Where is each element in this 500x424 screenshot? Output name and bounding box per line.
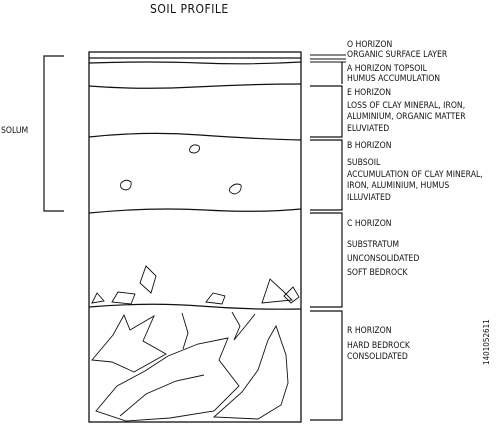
bedrock-slab-2 [95,337,240,422]
rock-fragment-c-3 [91,292,105,304]
c-horizon-name: C HORIZON [347,219,392,229]
b-horizon-desc-2: ACCUMULATION OF CLAY MINERAL, [347,170,483,180]
r-horizon-desc-2: CONSOLIDATED [347,352,408,362]
diagram-title: SOIL PROFILE [150,2,229,16]
pebble-b-2 [120,179,132,191]
bedrock-slab-3 [212,324,289,420]
r-horizon-name: R HORIZON [347,326,392,336]
watermark-id: 1401052611 [482,319,491,365]
rock-fragment-c-1 [139,265,157,294]
solum-bracket [43,55,64,212]
pebble-b-1 [189,144,200,154]
b-horizon-desc-4: ILLUVIATED [347,193,391,203]
a-horizon-name: A HORIZON TOPSOIL [347,64,428,74]
e-horizon-desc-2: ALUMINIUM, ORGANIC MATTER [347,112,466,122]
o-horizon-desc-1: ORGANIC SURFACE LAYER [347,50,448,60]
label-o-horizon: O HORIZON ORGANIC SURFACE LAYER [347,40,448,60]
b-bracket [310,139,343,211]
a-horizon-desc-1: HUMUS ACCUMULATION [347,74,440,84]
a-e-boundary [88,83,302,89]
label-e-horizon: E HORIZON LOSS OF CLAY MINERAL, IRON, AL… [347,88,466,134]
rock-fragment-c-4 [205,292,226,305]
label-a-horizon: A HORIZON TOPSOIL HUMUS ACCUMULATION [347,64,440,84]
b-c-boundary [88,208,302,214]
bedrock-crack-1 [181,312,189,350]
o-horizon-name: O HORIZON [347,40,392,50]
label-b-horizon: B HORIZON SUBSOIL ACCUMULATION OF CLAY M… [347,141,483,203]
bedrock-crack-2 [231,311,256,341]
label-c-horizon: C HORIZON SUBSTRATUM UNCONSOLIDATED SOFT… [347,219,419,278]
r-horizon-desc-1: HARD BEDROCK [347,341,411,351]
bedrock-crack-3 [119,374,205,417]
e-b-boundary [88,132,302,141]
c-r-boundary [88,303,302,310]
e-horizon-name: E HORIZON [347,88,391,98]
e-horizon-desc-3: ELUVIATED [347,124,389,134]
b-horizon-name: B HORIZON [347,141,392,151]
e-horizon-desc-1: LOSS OF CLAY MINERAL, IRON, [347,101,465,111]
rock-fragment-c-6 [283,286,300,304]
b-horizon-desc-3: IRON, ALUMINIUM, HUMUS [347,181,449,191]
c-horizon-desc-1: SUBSTRATUM [347,240,399,250]
pebble-b-3 [229,183,242,195]
b-horizon-desc-1: SUBSOIL [347,158,381,168]
r-bracket [310,310,343,421]
solum-label: SOLUM [1,126,28,136]
soil-column [88,51,302,423]
c-horizon-desc-3: SOFT BEDROCK [347,268,408,278]
rock-fragment-c-2 [111,291,136,305]
label-r-horizon: R HORIZON HARD BEDROCK CONSOLIDATED [347,326,411,362]
c-bracket [310,212,343,308]
c-horizon-desc-2: UNCONSOLIDATED [347,254,419,264]
bedrock-slab-1 [91,313,167,373]
e-bracket [310,85,343,138]
a-horizon-top-boundary [88,61,302,65]
rock-fragment-c-5 [261,278,293,304]
